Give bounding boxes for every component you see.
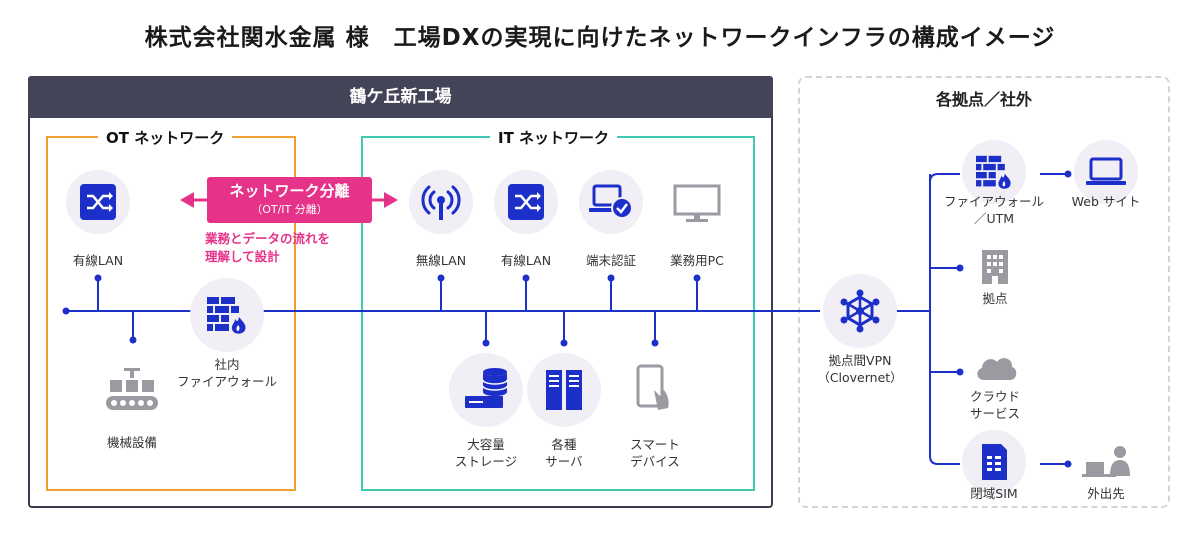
smart-device-label-line1: スマート	[630, 437, 680, 452]
building-icon	[982, 250, 1008, 284]
page-title: 株式会社関水金属 様 工場DXの実現に向けたネットワークインフラの構成イメージ	[144, 25, 1056, 51]
ot-wired-lan-label: 有線LAN	[72, 253, 124, 268]
business-pc-node	[672, 184, 722, 228]
firewall-icon	[976, 155, 1011, 189]
wireless-lan-node	[409, 170, 473, 234]
cloud-node	[974, 352, 1018, 386]
laptop-icon	[1086, 157, 1126, 185]
conveyor-icon	[106, 368, 158, 410]
ot-network-title: OT ネットワーク	[98, 127, 233, 148]
cloud-label-line2: サービス	[969, 406, 1020, 421]
wireless-lan-label: 無線LAN	[415, 253, 467, 268]
storage-label-line2: ストレージ	[454, 454, 518, 469]
utm-firewall-node	[962, 140, 1026, 204]
servers-label-line1: 各種	[551, 437, 577, 452]
internal-firewall-label: 社内 ファイアウォール	[167, 356, 287, 390]
cloud-label-line1: クラウド	[969, 389, 1020, 404]
external-title: 各拠点／社外	[935, 90, 1032, 109]
cloud-icon	[977, 358, 1017, 380]
storage-node	[449, 353, 523, 427]
servers-label: 各種 サーバ	[514, 436, 614, 470]
monitor-icon	[673, 184, 721, 222]
laptop-check-icon	[589, 184, 633, 219]
smart-device-node	[634, 364, 676, 418]
business-pc-label: 業務用PC	[670, 253, 724, 268]
firewall-label-line2: ファイアウォール	[176, 374, 277, 389]
machinery-label: 機械設備	[106, 435, 157, 450]
separation-note-line1: 業務とデータの流れを	[205, 231, 331, 246]
server-rack-icon	[546, 370, 582, 410]
website-label: Web サイト	[1071, 194, 1141, 209]
switch-icon	[80, 184, 116, 220]
smart-device-label: スマート デバイス	[605, 436, 705, 470]
vpn-label: 拠点間VPN （Clovernet）	[800, 352, 920, 386]
outside-label: 外出先	[1087, 486, 1125, 501]
ot-switch-node	[66, 170, 130, 234]
closed-sim-node	[962, 430, 1026, 494]
storage-icon	[465, 368, 508, 408]
external-container	[798, 76, 1170, 508]
utm-label-line2: ／UTM	[973, 211, 1015, 226]
vpn-node	[823, 274, 897, 348]
smart-device-label-line2: デバイス	[630, 454, 680, 469]
smartphone-icon	[636, 364, 669, 410]
site-label: 拠点	[982, 291, 1008, 306]
network-separation-badge: ネットワーク分離 （OT/IT 分離）	[207, 177, 372, 223]
it-network-title: IT ネットワーク	[490, 127, 618, 148]
device-auth-node	[579, 170, 643, 234]
internal-firewall-node	[190, 278, 264, 352]
it-wired-lan-label: 有線LAN	[500, 253, 552, 268]
storage-label: 大容量 ストレージ	[436, 436, 536, 470]
firewall-icon	[207, 297, 246, 334]
separation-title: ネットワーク分離	[229, 182, 350, 200]
cloud-label: クラウド サービス	[945, 388, 1045, 422]
network-hub-icon	[840, 289, 880, 333]
closed-sim-label: 閉域SIM	[970, 486, 1018, 501]
wifi-antenna-icon	[421, 185, 461, 220]
switch-icon	[508, 184, 544, 220]
separation-subtitle: （OT/IT 分離）	[251, 203, 328, 216]
servers-node	[527, 353, 601, 427]
utm-firewall-label: ファイアウォール ／UTM	[934, 193, 1054, 227]
utm-label-line1: ファイアウォール	[943, 194, 1044, 209]
machinery-node	[104, 366, 160, 418]
servers-label-line2: サーバ	[545, 454, 583, 469]
storage-label-line1: 大容量	[467, 437, 505, 452]
outside-node	[1082, 444, 1132, 482]
vpn-label-line1: 拠点間VPN	[828, 353, 892, 368]
vpn-label-line2: （Clovernet）	[817, 370, 903, 385]
it-switch-node	[494, 170, 558, 234]
separation-note-line2: 理解して設計	[205, 249, 280, 264]
firewall-label-line1: 社内	[214, 357, 240, 372]
sim-card-icon	[982, 444, 1007, 480]
website-node	[1074, 140, 1138, 204]
separation-note: 業務とデータの流れを 理解して設計	[205, 230, 330, 266]
site-node	[980, 248, 1010, 288]
remote-worker-icon	[1082, 446, 1130, 477]
device-auth-label: 端末認証	[585, 253, 636, 268]
plant-title: 鶴ケ丘新工場	[28, 76, 773, 118]
